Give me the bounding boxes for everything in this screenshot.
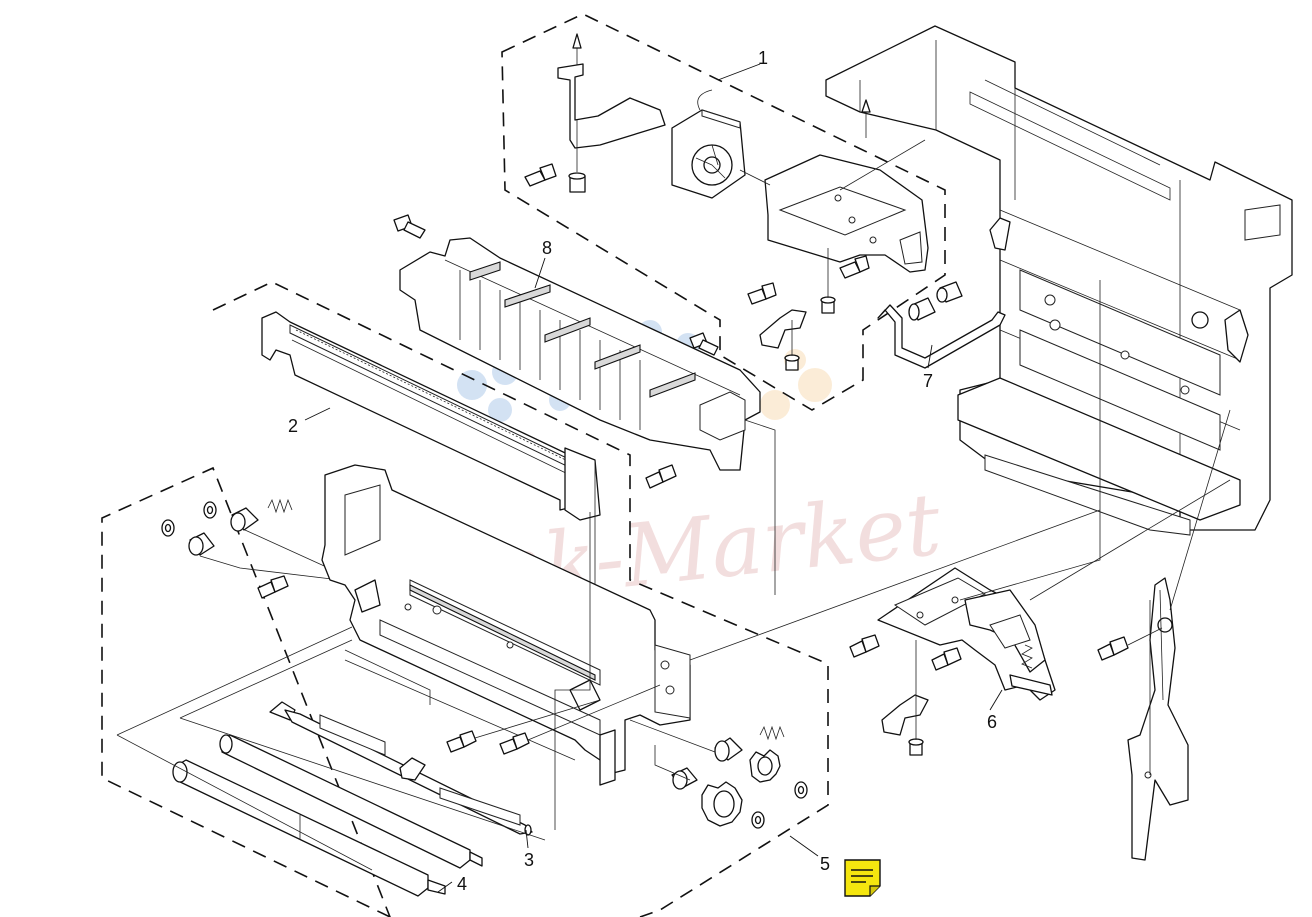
- washer-icon: [203, 501, 217, 519]
- leader-7: [927, 344, 933, 369]
- callout-7: 7: [923, 371, 933, 391]
- callout-5: 5: [820, 854, 830, 874]
- washer-icon: [794, 781, 808, 799]
- duct-cover-part: [393, 214, 776, 595]
- washer-icon: [161, 519, 175, 537]
- screw-icon: [524, 163, 557, 187]
- fan-icon: [671, 89, 746, 199]
- roller-3-part: [269, 701, 533, 836]
- screw-icon: [393, 214, 426, 239]
- screw-icon: [257, 575, 289, 599]
- bushing-icon: [714, 737, 743, 762]
- spring-icon: [759, 725, 785, 741]
- spacer-icon: [908, 297, 936, 321]
- callout-8: 8: [542, 238, 552, 258]
- screw-icon: [908, 738, 924, 756]
- leader-4: [437, 881, 453, 893]
- callout-1: 1: [758, 48, 768, 68]
- group-boundary-1: [501, 13, 946, 411]
- callout-4: 4: [457, 874, 467, 894]
- spacer-icon: [936, 281, 963, 303]
- leader-1: [717, 63, 761, 81]
- callout-2: 2: [288, 416, 298, 436]
- leader-3: [525, 829, 529, 849]
- actuator-arm-part: [1097, 409, 1231, 861]
- screw-icon: [849, 634, 880, 658]
- screw-icon: [645, 464, 677, 489]
- bushing-icon: [188, 532, 215, 556]
- screw-icon: [839, 255, 870, 279]
- leader-2: [304, 407, 331, 421]
- note-icon[interactable]: [844, 859, 881, 897]
- washer-icon: [751, 811, 765, 829]
- group-boundary-2: [101, 281, 829, 917]
- bushing-icon: [671, 767, 698, 790]
- fan-bracket-assembly: [524, 33, 929, 371]
- roller-frame-assembly: [116, 464, 1101, 897]
- screw-icon: [820, 296, 836, 314]
- gear-icon: [749, 749, 781, 783]
- bushing-icon: [230, 507, 259, 532]
- screw-icon: [1097, 636, 1129, 661]
- screw-icon: [784, 354, 800, 371]
- spring-icon: [267, 498, 293, 514]
- gear-icon: [701, 781, 743, 827]
- leader-6: [989, 689, 1003, 711]
- callout-6: 6: [987, 712, 997, 732]
- frame-pivot-right: [1191, 309, 1249, 363]
- leader-8: [534, 257, 546, 289]
- screw-icon: [747, 282, 777, 305]
- leader-5: [789, 835, 819, 857]
- callout-3: 3: [524, 850, 534, 870]
- frame-pivot-left: [989, 217, 1011, 251]
- screw-icon: [499, 732, 530, 755]
- screw-icon: [446, 730, 477, 753]
- screw-icon: [689, 332, 719, 356]
- screw-icon: [931, 647, 962, 671]
- screw-icon: [568, 172, 586, 193]
- guide-plate-part: [261, 311, 601, 640]
- roller-4-part: [172, 759, 446, 897]
- main-frame-assembly: [825, 25, 1293, 536]
- spring-icon: [1021, 644, 1033, 669]
- wire-rod-part: [877, 281, 1006, 369]
- sensor-bracket-part: [849, 280, 1231, 756]
